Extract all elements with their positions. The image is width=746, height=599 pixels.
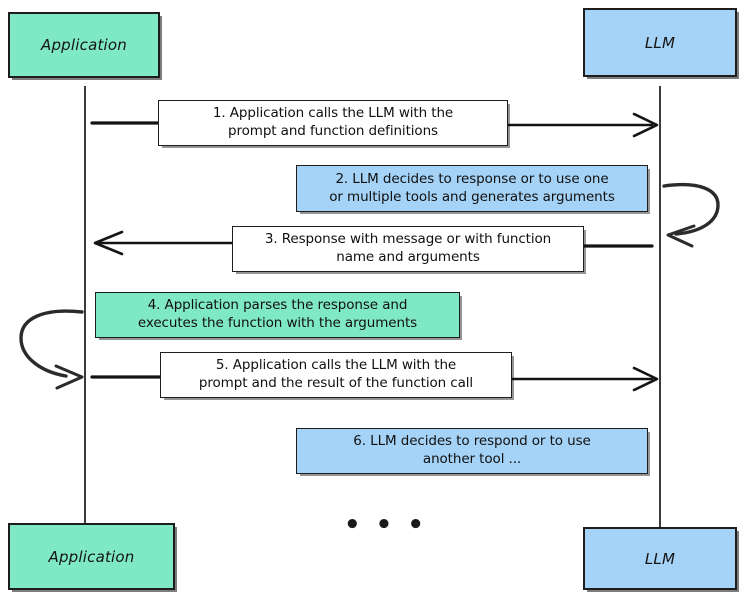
actor-llm-top[interactable]: LLM: [583, 8, 737, 77]
note-step-1-text: 1. Application calls the LLM with the pr…: [213, 105, 453, 141]
note-step-6-line1: 6. LLM decides to respond or to use: [353, 433, 591, 450]
note-step-6[interactable]: 6. LLM decides to respond or to use anot…: [296, 428, 648, 474]
note-step-6-line2: another tool ...: [422, 451, 522, 467]
lifeline-application: [84, 86, 86, 530]
arrow-step-4-self-loop: [19, 309, 84, 390]
lifeline-llm: [659, 86, 661, 530]
note-step-1-line1: 1. Application calls the LLM with the: [212, 105, 454, 122]
note-step-2-text: 2. LLM decides to response or to use one…: [329, 171, 615, 207]
actor-llm-bottom-label: LLM: [644, 549, 676, 568]
arrow-step-2-self-loop: [662, 182, 720, 248]
note-step-5-line2: prompt and the result of the function ca…: [198, 375, 474, 391]
note-step-1[interactable]: 1. Application calls the LLM with the pr…: [158, 100, 508, 146]
note-step-4-line1: 4. Application parses the response and: [147, 297, 408, 314]
actor-application-bottom-label: Application: [48, 547, 135, 566]
note-step-3[interactable]: 3. Response with message or with functio…: [232, 226, 584, 272]
actor-application-top-label: Application: [40, 36, 127, 54]
note-step-2-line2: or multiple tools and generates argument…: [329, 188, 615, 205]
note-step-5[interactable]: 5. Application calls the LLM with the pr…: [160, 352, 512, 398]
note-step-5-line1: 5. Application calls the LLM with the: [215, 357, 457, 374]
note-step-3-line2: name and arguments: [336, 249, 480, 265]
note-step-3-text: 3. Response with message or with functio…: [265, 231, 551, 267]
ellipsis-continuation: • • •: [344, 510, 427, 540]
note-step-4-text: 4. Application parses the response and e…: [138, 297, 417, 333]
note-step-5-text: 5. Application calls the LLM with the pr…: [199, 357, 473, 393]
actor-llm-top-label: LLM: [644, 33, 676, 52]
note-step-3-line1: 3. Response with message or with functio…: [264, 231, 552, 248]
note-step-6-text: 6. LLM decides to respond or to use anot…: [353, 433, 591, 469]
actor-llm-bottom[interactable]: LLM: [583, 527, 737, 590]
note-step-2[interactable]: 2. LLM decides to response or to use one…: [296, 165, 648, 212]
note-step-4-line2: executes the function with the arguments: [137, 315, 418, 331]
note-step-1-line2: prompt and function definitions: [227, 123, 438, 139]
note-step-4[interactable]: 4. Application parses the response and e…: [95, 292, 460, 338]
actor-application-top[interactable]: Application: [8, 12, 160, 78]
note-step-2-line1: 2. LLM decides to response or to use one: [335, 170, 609, 187]
actor-application-bottom[interactable]: Application: [8, 523, 175, 590]
